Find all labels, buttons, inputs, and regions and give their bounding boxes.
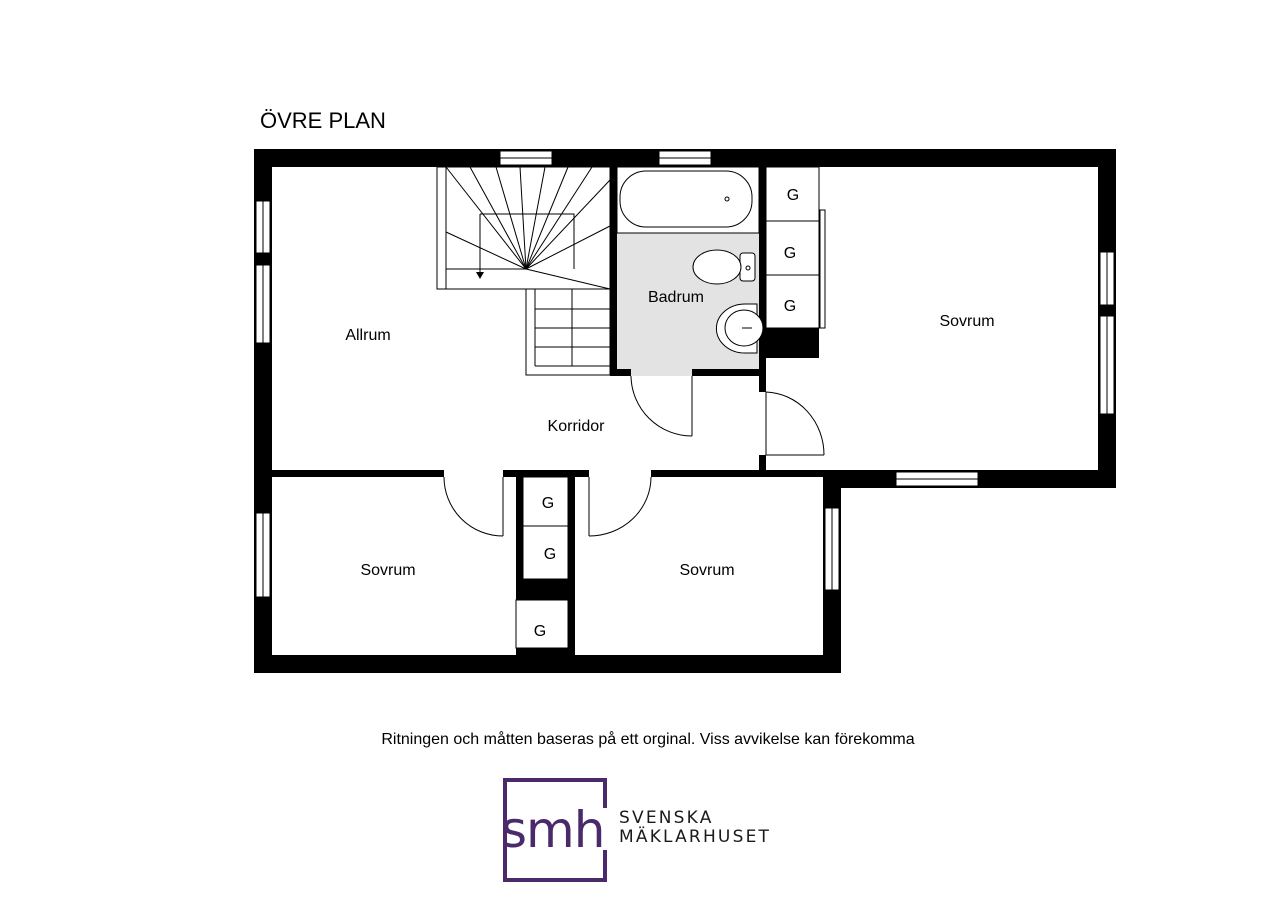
closet-column [515, 476, 569, 649]
window-left-1 [255, 200, 271, 254]
interior-walls [272, 167, 823, 655]
toilet-icon [692, 249, 756, 285]
label-sovrum-bottom-left: Sovrum [360, 562, 415, 579]
windows [255, 150, 1115, 598]
closet-label: G [787, 187, 799, 204]
stair-arrow-icon [476, 272, 484, 279]
window-top-left [499, 150, 553, 166]
label-sovrum-right: Sovrum [939, 313, 994, 330]
logo-frame [503, 778, 607, 882]
logo-line-2: MÄKLARHUSET [619, 826, 771, 847]
closet-label: G [534, 623, 546, 640]
window-right-2 [1099, 315, 1115, 415]
window-mid-right [824, 507, 840, 591]
logo-line-1: SVENSKA [619, 808, 714, 828]
wardrobe-right [765, 166, 826, 329]
logo-mark: smh [501, 801, 604, 859]
sink-icon [715, 303, 764, 354]
door-sovrum-mid [588, 476, 652, 537]
window-bottom-right [895, 471, 979, 487]
label-allrum: Allrum [345, 327, 390, 344]
door-sovrum-left [443, 476, 504, 537]
company-logo: smh SVENSKA MÄKLARHUSET [501, 778, 771, 882]
door-sovrum-right [765, 391, 825, 456]
door-bathroom [630, 375, 693, 437]
closet-label: G [544, 546, 556, 563]
window-left-2 [255, 264, 271, 344]
closet-label: G [784, 298, 796, 315]
closet-label: G [784, 245, 796, 262]
doors [443, 375, 825, 537]
window-top-bath [658, 150, 712, 166]
label-badrum: Badrum [648, 289, 704, 306]
closet-label: G [542, 495, 554, 512]
disclaimer-text: Ritningen och måtten baseras på ett orgi… [381, 730, 914, 748]
staircase [436, 166, 611, 376]
window-left-3 [255, 512, 271, 598]
label-sovrum-bottom-mid: Sovrum [679, 562, 734, 579]
window-right-1 [1099, 251, 1115, 306]
plan-title: ÖVRE PLAN [260, 108, 386, 133]
label-korridor: Korridor [548, 418, 606, 435]
bathtub-icon [616, 166, 760, 234]
